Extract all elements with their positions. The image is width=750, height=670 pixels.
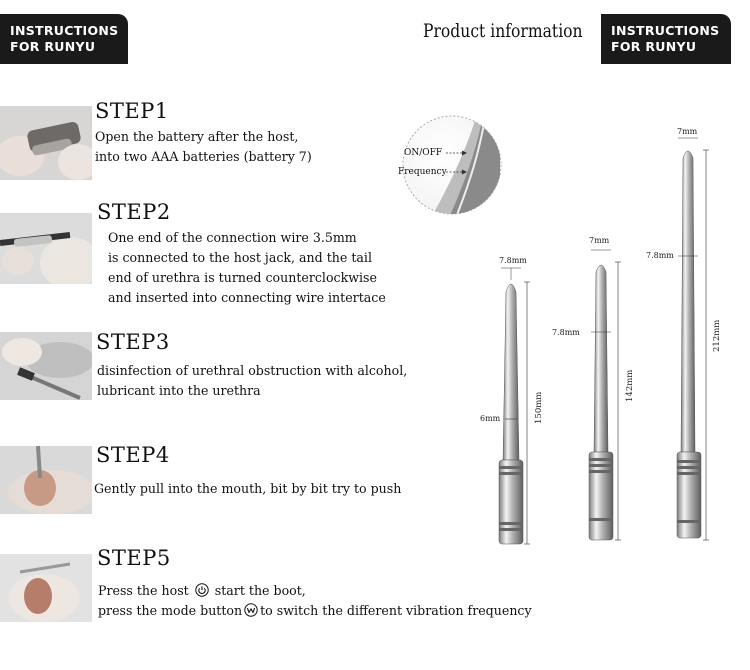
rod2-mid-width: 7.8mm bbox=[552, 328, 580, 337]
rod3-top-width: 7mm bbox=[677, 127, 698, 136]
step5-photo bbox=[0, 552, 92, 622]
power-icon bbox=[195, 583, 209, 597]
rod1-length: 150mm bbox=[534, 392, 544, 424]
step1-title: STEP1 bbox=[95, 99, 169, 123]
step5-line1-end: start the boot, bbox=[214, 583, 306, 598]
step5-line1-start: Press the host bbox=[98, 583, 189, 598]
step5-text: Press the host start the boot, press the… bbox=[98, 581, 532, 621]
step3-text: disinfection of urethral obstruction wit… bbox=[97, 361, 407, 401]
frequency-arrow-icon bbox=[462, 169, 467, 175]
step3-title: STEP3 bbox=[96, 330, 170, 354]
step3-photo bbox=[0, 330, 92, 400]
product-information-title: Product information bbox=[423, 20, 583, 42]
step4-line: Gently pull into the mouth, bit by bit t… bbox=[94, 481, 402, 496]
badge-left-line2: FOR RUNYU bbox=[10, 39, 96, 54]
frequency-label: Frequency bbox=[398, 167, 448, 177]
step4-text: Gently pull into the mouth, bit by bit t… bbox=[94, 479, 401, 499]
step2-line: One end of the connection wire 3.5mm bbox=[108, 230, 357, 245]
rod1-mid-width: 6mm bbox=[480, 414, 501, 423]
step4-photo bbox=[0, 444, 92, 514]
step5-line2-end: to switch the different vibration freque… bbox=[260, 603, 532, 618]
badge-right-line2: FOR RUNYU bbox=[611, 39, 697, 54]
step2-text: One end of the connection wire 3.5mm is … bbox=[108, 228, 386, 308]
rod-142mm: 7mm 7.8mm 142mm bbox=[552, 236, 635, 541]
rod1-top-width: 7.8mm bbox=[499, 256, 527, 265]
step5-line2-start: press the mode button bbox=[98, 603, 243, 618]
step2-line: is connected to the host jack, and the t… bbox=[108, 250, 372, 265]
step2-line: and inserted into connecting wire intert… bbox=[108, 290, 386, 305]
step1-line: Open the battery after the host, bbox=[95, 129, 299, 144]
rod-212mm: 7mm 7.8mm 212mm bbox=[646, 127, 722, 541]
rod2-length: 142mm bbox=[625, 370, 635, 402]
rod-150mm: 7.8mm 6mm 150mm bbox=[480, 256, 544, 545]
on-off-arrow-icon bbox=[462, 150, 467, 156]
step1-text: Open the battery after the host, into tw… bbox=[95, 127, 312, 167]
step3-line: lubricant into the urethra bbox=[97, 383, 261, 398]
mode-icon bbox=[244, 603, 258, 617]
step4-title: STEP4 bbox=[96, 443, 170, 467]
badge-left-line1: INSTRUCTIONS bbox=[10, 23, 119, 38]
rod3-mid-width: 7.8mm bbox=[646, 251, 674, 260]
step2-photo bbox=[0, 212, 92, 284]
step2-title: STEP2 bbox=[97, 200, 171, 224]
step2-line: end of urethra is turned counterclockwis… bbox=[108, 270, 377, 285]
device-callout: ON/OFF Frequency bbox=[398, 115, 502, 215]
rod2-top-width: 7mm bbox=[589, 236, 610, 245]
instructions-badge-right: INSTRUCTIONS FOR RUNYU bbox=[601, 14, 731, 64]
badge-right-line1: INSTRUCTIONS bbox=[611, 23, 720, 38]
step1-line: into two AAA batteries (battery 7) bbox=[95, 149, 312, 164]
rod3-length: 212mm bbox=[712, 320, 722, 352]
step3-line: disinfection of urethral obstruction wit… bbox=[97, 363, 408, 378]
instructions-badge-left: INSTRUCTIONS FOR RUNYU bbox=[0, 14, 128, 64]
step1-photo bbox=[0, 106, 92, 180]
step5-title: STEP5 bbox=[97, 546, 171, 570]
on-off-label: ON/OFF bbox=[404, 148, 442, 158]
